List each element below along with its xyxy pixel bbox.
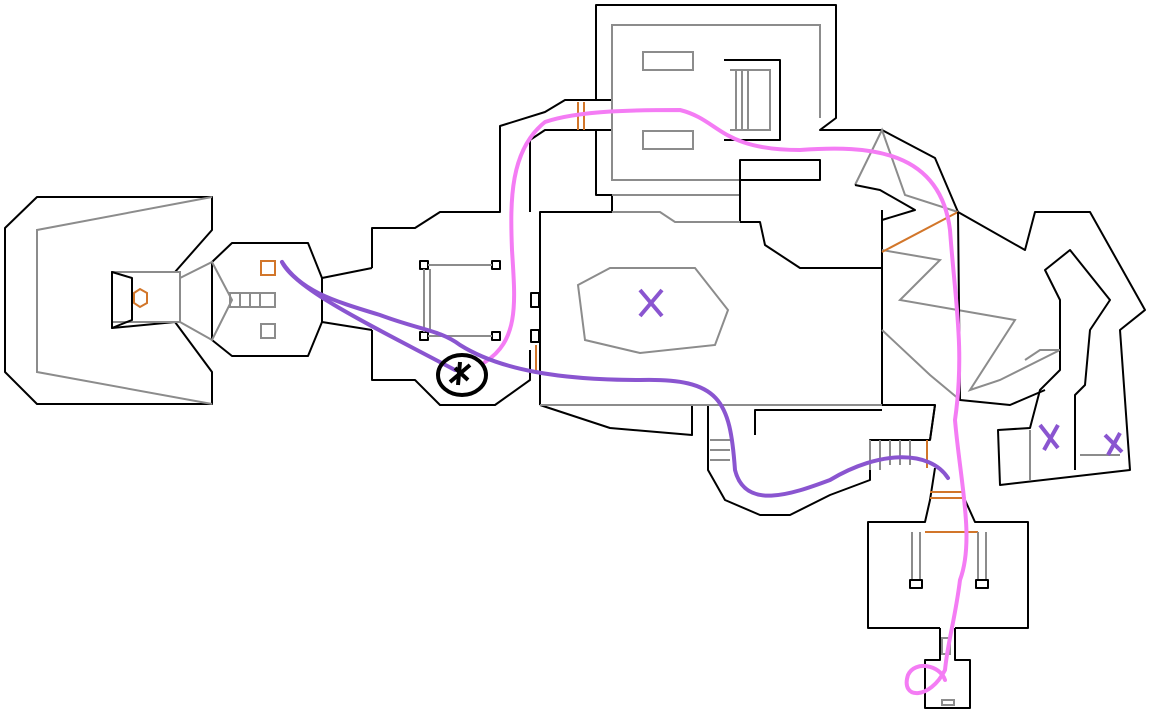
x-mark-icon <box>1103 432 1124 456</box>
secondary-route <box>280 260 950 498</box>
east-zigzag <box>854 127 1146 486</box>
start-room <box>371 99 612 406</box>
north-room <box>539 4 959 405</box>
central-hall <box>539 211 936 516</box>
x-mark-icon <box>1038 423 1060 451</box>
player-start-icon <box>436 353 488 397</box>
west-room <box>4 196 213 405</box>
x-mark-icon <box>638 288 664 318</box>
antechamber <box>179 242 373 357</box>
secondary-route-branch <box>280 260 457 372</box>
primary-route <box>483 108 969 696</box>
south-room <box>867 467 1029 709</box>
